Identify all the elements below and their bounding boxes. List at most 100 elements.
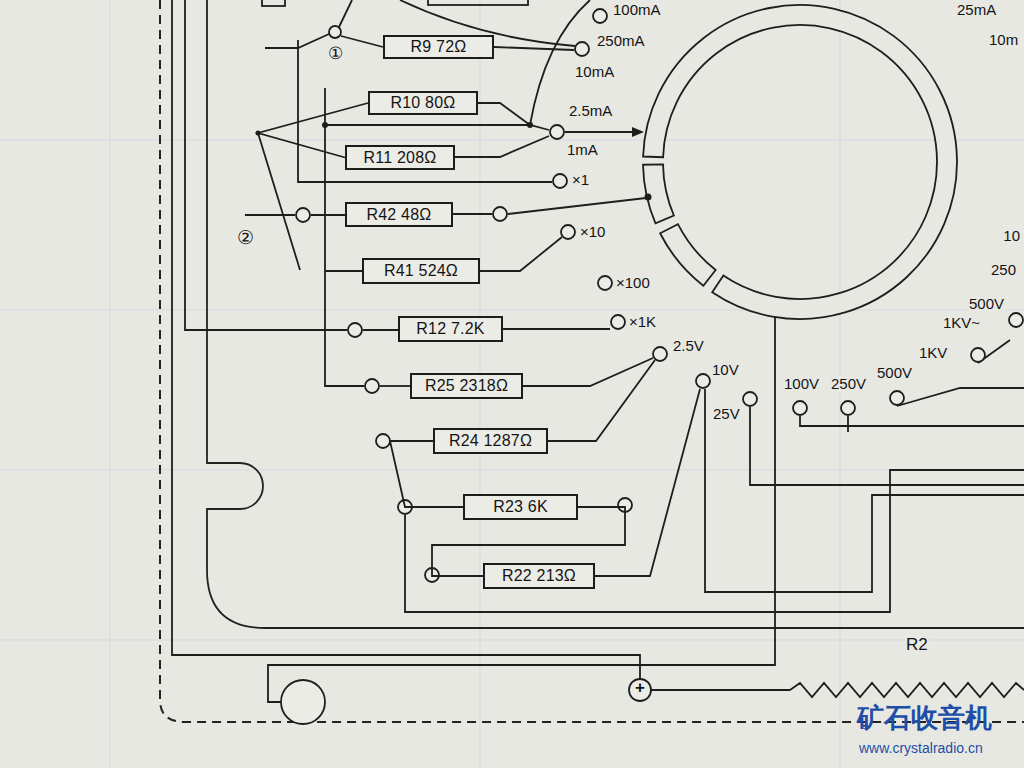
terminal-label: 100mA bbox=[612, 2, 662, 19]
terminal-circle bbox=[365, 379, 379, 393]
wire bbox=[311, 214, 345, 216]
terminal-circle bbox=[743, 392, 757, 406]
switch-segment bbox=[643, 5, 957, 319]
junction-dot bbox=[527, 122, 533, 128]
wire bbox=[185, 0, 347, 330]
housing-outline bbox=[207, 0, 1024, 628]
wire bbox=[325, 270, 362, 272]
wire bbox=[508, 198, 646, 214]
terminal-label: 500V bbox=[968, 296, 1005, 313]
terminal-circle bbox=[493, 207, 507, 221]
junction-dot bbox=[322, 122, 328, 128]
wire bbox=[548, 360, 655, 441]
terminal-circle bbox=[281, 9, 1023, 724]
terminal-circle bbox=[971, 348, 985, 362]
resistor-box: R12 7.2K bbox=[398, 316, 503, 342]
wire bbox=[494, 47, 574, 50]
board-border bbox=[160, 0, 1024, 722]
wire bbox=[341, 36, 383, 47]
grid-line bbox=[0, 310, 1024, 311]
resistor-label: R22 213Ω bbox=[502, 567, 576, 585]
resistor-box: R9 72Ω bbox=[383, 35, 494, 59]
resistor-box: R24 1287Ω bbox=[433, 428, 548, 454]
resistor-label: R42 48Ω bbox=[367, 206, 432, 224]
wire bbox=[405, 470, 1024, 612]
terminal-circle bbox=[841, 401, 855, 415]
wire bbox=[650, 689, 790, 691]
terminal-circle bbox=[550, 125, 564, 139]
terminal-label: 1KV bbox=[918, 345, 948, 362]
grid-line bbox=[0, 640, 1024, 641]
terminal-label: ×10 bbox=[579, 224, 606, 241]
wire bbox=[339, 0, 352, 27]
terminal-circle bbox=[1009, 313, 1023, 327]
grid-line bbox=[0, 140, 1024, 141]
arrow-head bbox=[632, 127, 644, 137]
junction-dot bbox=[256, 122, 652, 201]
wire bbox=[478, 103, 530, 125]
terminal-circle bbox=[629, 679, 651, 701]
wire bbox=[750, 407, 1024, 485]
wire bbox=[268, 316, 775, 702]
terminal-circle bbox=[281, 680, 325, 724]
wire bbox=[523, 358, 653, 386]
wire bbox=[705, 389, 1024, 592]
callout-number: ② bbox=[236, 228, 255, 249]
resistor-label: R23 6K bbox=[493, 498, 548, 516]
resistor-box: R10 80Ω bbox=[368, 91, 478, 115]
terminal-circle bbox=[598, 276, 612, 290]
terminal-circle bbox=[575, 42, 589, 56]
resistor-label: R12 7.2K bbox=[416, 320, 484, 338]
resistor-box: R25 2318Ω bbox=[410, 373, 523, 399]
resistor-label: R10 80Ω bbox=[391, 94, 456, 112]
terminal-label: ×100 bbox=[615, 275, 651, 292]
terminal-circle bbox=[793, 401, 807, 415]
wire bbox=[455, 136, 549, 157]
terminal-label: 1KV~ bbox=[942, 315, 981, 332]
terminal-label: 1mA bbox=[566, 142, 599, 159]
terminal-circle bbox=[696, 374, 710, 388]
resistor-label: R25 2318Ω bbox=[425, 377, 508, 395]
wire bbox=[897, 388, 1024, 406]
terminal-circle bbox=[553, 174, 567, 188]
resistor-box: R41 524Ω bbox=[362, 258, 480, 284]
resistor-box: R23 6K bbox=[463, 494, 578, 520]
terminal-label: ×1K bbox=[628, 314, 657, 331]
terminal-circle bbox=[376, 434, 390, 448]
terminal-circle bbox=[890, 391, 904, 405]
wire bbox=[325, 125, 549, 130]
callout-number: ① bbox=[327, 45, 344, 64]
resistor-label: R41 524Ω bbox=[384, 262, 458, 280]
resistor-label: R9 72Ω bbox=[411, 38, 467, 56]
terminal-label: 250 bbox=[990, 262, 1017, 279]
wire bbox=[325, 88, 364, 386]
terminal-label: 2.5mA bbox=[568, 103, 613, 120]
wire bbox=[172, 0, 1024, 702]
junction-dot bbox=[645, 194, 652, 201]
watermark: 矿石收音机 bbox=[856, 704, 993, 734]
grid-line bbox=[0, 470, 1024, 471]
wire bbox=[258, 133, 300, 270]
resistor-box: R22 213Ω bbox=[483, 563, 595, 589]
terminal-label: 10V bbox=[711, 362, 740, 379]
resistor-box: R11 208Ω bbox=[345, 145, 455, 170]
terminal-label: 25V bbox=[712, 406, 741, 423]
terminal-circle bbox=[329, 26, 341, 38]
wire bbox=[453, 213, 492, 215]
range-switch-ring bbox=[643, 5, 957, 319]
terminal-label: 250mA bbox=[596, 33, 646, 50]
wire bbox=[847, 416, 849, 432]
terminal-circle bbox=[593, 9, 607, 23]
terminal-circle bbox=[296, 208, 310, 222]
wire bbox=[380, 385, 410, 387]
wire bbox=[800, 416, 1024, 426]
watermark: www.crystalradio.cn bbox=[858, 741, 984, 756]
polarity-mark: + bbox=[634, 679, 646, 698]
terminal-circle bbox=[348, 323, 362, 337]
terminal-label: 100V bbox=[783, 376, 820, 393]
terminal-label: 10m bbox=[988, 32, 1019, 49]
terminal-label: 2.5V bbox=[672, 338, 705, 355]
wire bbox=[265, 34, 329, 48]
terminal-label: 250V bbox=[830, 376, 867, 393]
terminal-label: ×1 bbox=[571, 172, 590, 189]
